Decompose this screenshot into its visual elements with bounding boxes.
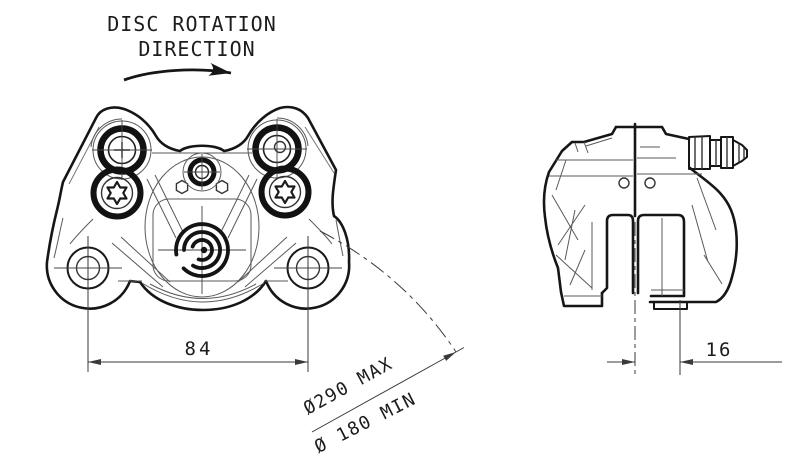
leader-overshoot [455, 347, 465, 353]
torx-icon [106, 180, 128, 206]
caliper-front-view [45, 105, 351, 312]
banjo-fitting [688, 135, 748, 170]
side-body-details [549, 137, 723, 297]
disc-rotation-arrow-icon [123, 62, 232, 82]
torx-screw-left [90, 166, 144, 220]
dimension-16: 16 [607, 222, 782, 375]
side-body-outline-right [648, 166, 739, 304]
side-body-outline-top [614, 125, 691, 141]
disc-diameter-leader-line [311, 351, 457, 433]
disc-rotation-label-line1: DISC ROTATION [107, 12, 277, 36]
side-body-foot-step [653, 302, 688, 310]
dimension-84: 84 [87, 236, 309, 372]
pad-pin-hole-left [618, 177, 630, 189]
torx-screw-right [258, 165, 312, 219]
disc-rotation-annotation: DISC ROTATION DIRECTION [107, 12, 277, 82]
caliper-side-view [542, 122, 748, 310]
disc-slot-left-wall [600, 213, 635, 295]
pad-pin-hole-right [644, 177, 656, 189]
torx-icon [274, 179, 296, 205]
side-body-outline-left [542, 125, 618, 308]
center-bolt [182, 152, 222, 192]
dimension-16-label: 16 [706, 339, 733, 361]
brembo-logo-icon [158, 206, 246, 294]
disc-edge-arc [319, 230, 457, 353]
disc-rotation-label-line2: DIRECTION [138, 37, 255, 61]
dimension-84-label: 84 [185, 338, 214, 360]
front-body-outline [45, 105, 351, 312]
disc-slot-right-wall [636, 213, 686, 298]
dimension-disc-diameter: Ø290 MAX Ø 180 MIN [300, 230, 465, 458]
